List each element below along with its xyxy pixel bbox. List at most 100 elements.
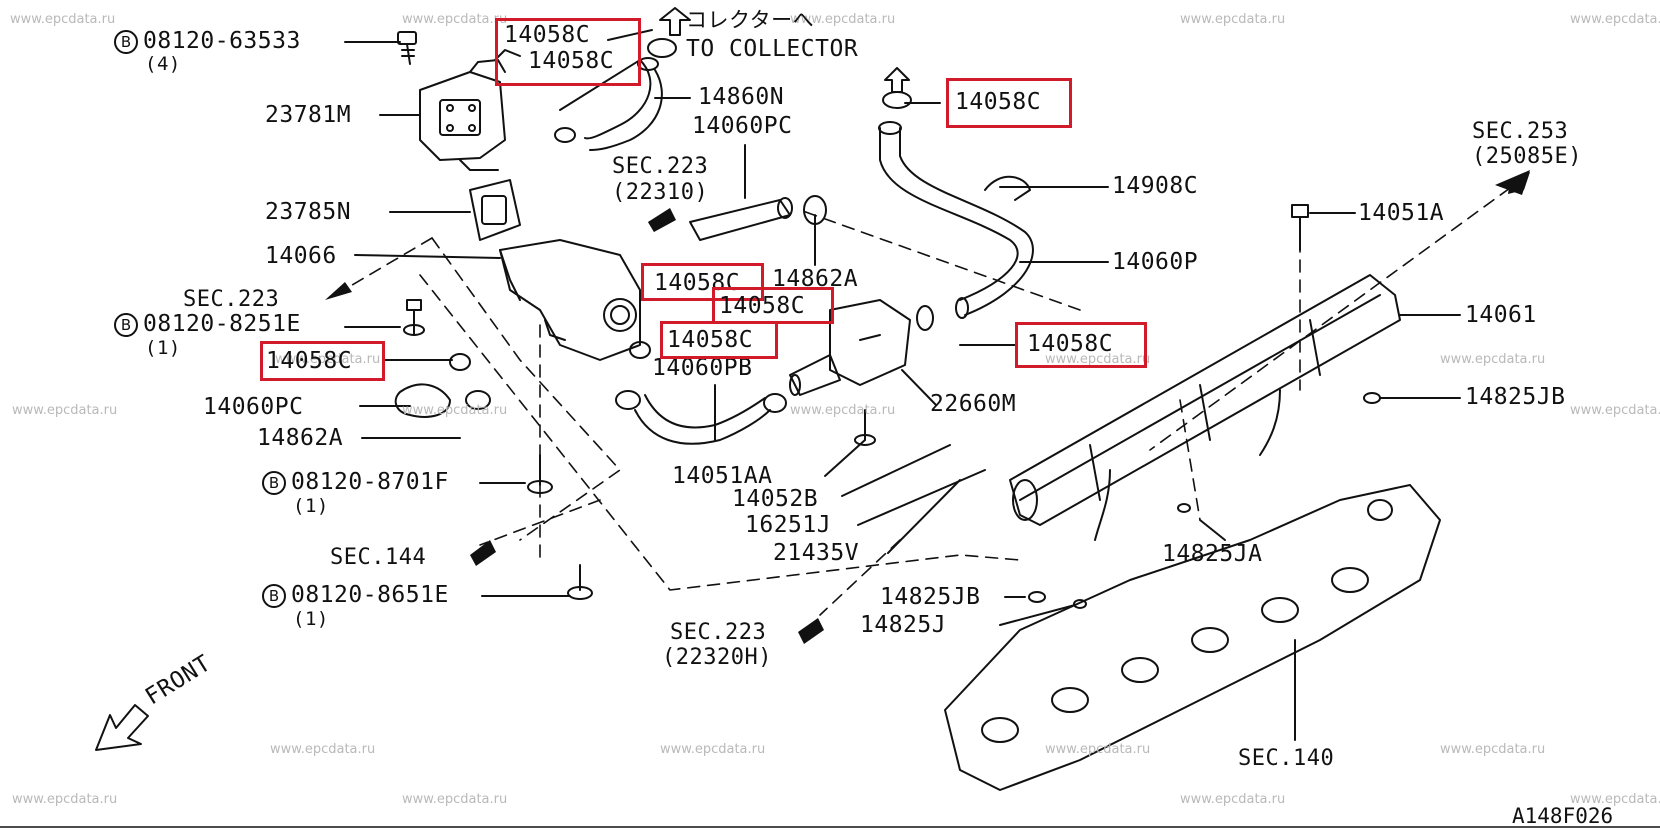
gasket-23785N [469,179,521,241]
hose-14060PC-upper [689,197,793,241]
part-label-14060P[interactable]: 14060P [1112,249,1199,275]
section-ref[interactable]: SEC.140 [1238,746,1335,771]
section-ref-number: (25085E) [1472,144,1582,169]
watermark: www.epcdata.ru [1045,742,1151,757]
bolt-08120-63533 [397,31,417,65]
part-label-23785N[interactable]: 23785N [265,199,352,225]
part-label-14825JA[interactable]: 14825JA [1162,541,1263,567]
highlight-box [946,78,1072,128]
part-label-14060PC[interactable]: 14060PC [203,394,304,420]
watermark: www.epcdata.ru [660,742,766,757]
bolt-14051A [1291,204,1309,251]
watermark: www.epcdata.ru [1570,403,1660,418]
arrow-up-icon [884,67,910,93]
part-label-14058C[interactable]: 14058C [1027,331,1114,357]
part-label-21435V[interactable]: 21435V [773,540,860,566]
watermark: www.epcdata.ru [12,403,118,418]
part-label-14862A[interactable]: 14862A [772,266,859,292]
bolt-part-number[interactable]: 08120-8701F [291,469,449,495]
section-ref[interactable]: SEC.253 [1472,119,1569,144]
clamp-14908C [984,175,1031,201]
bolt-08120-8651E [567,564,593,600]
part-label-23781M[interactable]: 23781M [265,102,352,128]
section-arrow-icon [798,618,824,644]
section-ref[interactable]: SEC.144 [330,545,427,570]
intake-manifold [944,484,1441,791]
watermark: www.epcdata.ru [402,12,508,27]
bolt-quantity: (1) [145,337,181,359]
clamp-icon [629,341,651,359]
part-label-14860N[interactable]: 14860N [698,84,785,110]
watermark: www.epcdata.ru [1180,12,1286,27]
o-ring-14825JB [1028,591,1046,603]
watermark: www.epcdata.ru [402,792,508,807]
part-label-14825JB[interactable]: 14825JB [1465,384,1566,410]
part-label-14058C[interactable]: 14058C [955,89,1042,115]
bolt-code-badge: B [114,30,138,54]
part-label-14060PC[interactable]: 14060PC [692,113,793,139]
part-label-16251J[interactable]: 16251J [745,512,832,538]
bolt-part-number[interactable]: 08120-63533 [143,28,301,54]
watermark: www.epcdata.ru [1045,352,1151,367]
highlight-box [260,341,385,381]
clamp-14862A [803,195,827,225]
watermark: www.epcdata.ru [790,12,896,27]
bolt-code-badge: B [262,584,286,608]
watermark: www.epcdata.ru [402,403,508,418]
collector-label-en: TO COLLECTOR [686,36,859,62]
section-arrow-icon [1495,170,1530,195]
part-label-14058C[interactable]: 14058C [667,327,754,353]
watermark: www.epcdata.ru [1440,352,1546,367]
body-14066 [499,239,641,361]
part-label-14052B[interactable]: 14052B [732,486,819,512]
part-label-14066[interactable]: 14066 [265,243,337,269]
part-label-14060PB[interactable]: 14060PB [652,355,753,381]
section-ref[interactable]: SEC.223 [670,620,767,645]
watermark: www.epcdata.ru [1570,792,1660,807]
clamp-icon [882,91,912,109]
bolt-08120-8251E [403,299,425,336]
highlight-box [641,263,764,301]
part-label-14825J[interactable]: 14825J [860,612,947,638]
highlight-box [660,321,778,359]
clamp-icon [615,390,641,410]
hose-14060P [878,121,1034,319]
arrow-up-icon [659,7,691,36]
part-label-14061[interactable]: 14061 [1465,302,1537,328]
clamp-icon [465,390,491,410]
part-label-14051A[interactable]: 14051A [1358,200,1445,226]
section-ref-number: (22310) [612,180,709,205]
section-arrow-icon [470,540,496,566]
collector-label-jp: コレクターへ [686,8,815,32]
part-label-14825JB[interactable]: 14825JB [880,584,981,610]
bolt-quantity: (4) [145,53,181,75]
section-ref[interactable]: SEC.223 [183,287,280,312]
part-label-14051AA[interactable]: 14051AA [672,463,773,489]
part-label-14058C[interactable]: 14058C [528,48,615,74]
o-ring-14825JA [1177,503,1191,513]
highlight-box [1015,322,1147,368]
section-ref-number: (22320H) [662,645,772,670]
bolt-part-number[interactable]: 08120-8651E [291,582,449,608]
valve-assembly-23781M [419,49,521,171]
highlight-box [495,18,641,86]
part-label-14862A[interactable]: 14862A [257,425,344,451]
watermark: www.epcdata.ru [10,12,116,27]
part-label-22660M[interactable]: 22660M [930,391,1017,417]
clamp-icon [916,305,934,331]
section-ref[interactable]: SEC.223 [612,154,709,179]
bolt-code-badge: B [114,313,138,337]
part-label-14908C[interactable]: 14908C [1112,173,1199,199]
section-arrow-icon [648,208,676,232]
part-label-14058C[interactable]: 14058C [266,348,353,374]
part-label-14058C[interactable]: 14058C [719,293,806,319]
part-label-14058C[interactable]: 14058C [504,22,591,48]
front-arrow-icon [95,704,149,751]
bolt-code-badge: B [262,471,286,495]
bolt-part-number[interactable]: 08120-8251E [143,311,301,337]
clamp-icon [763,393,787,413]
watermark: www.epcdata.ru [790,403,896,418]
hose-14060PC-lower [394,383,451,418]
hose-14060PB [634,394,771,445]
